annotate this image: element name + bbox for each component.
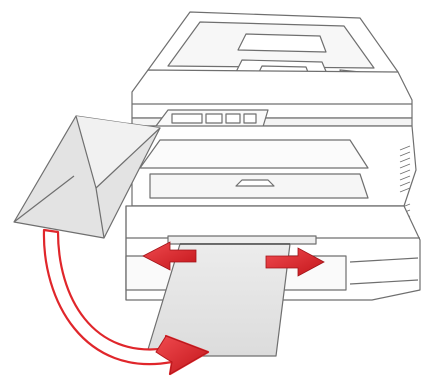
illustration-stage bbox=[0, 0, 430, 385]
printer-envelope-illustration bbox=[0, 0, 430, 385]
